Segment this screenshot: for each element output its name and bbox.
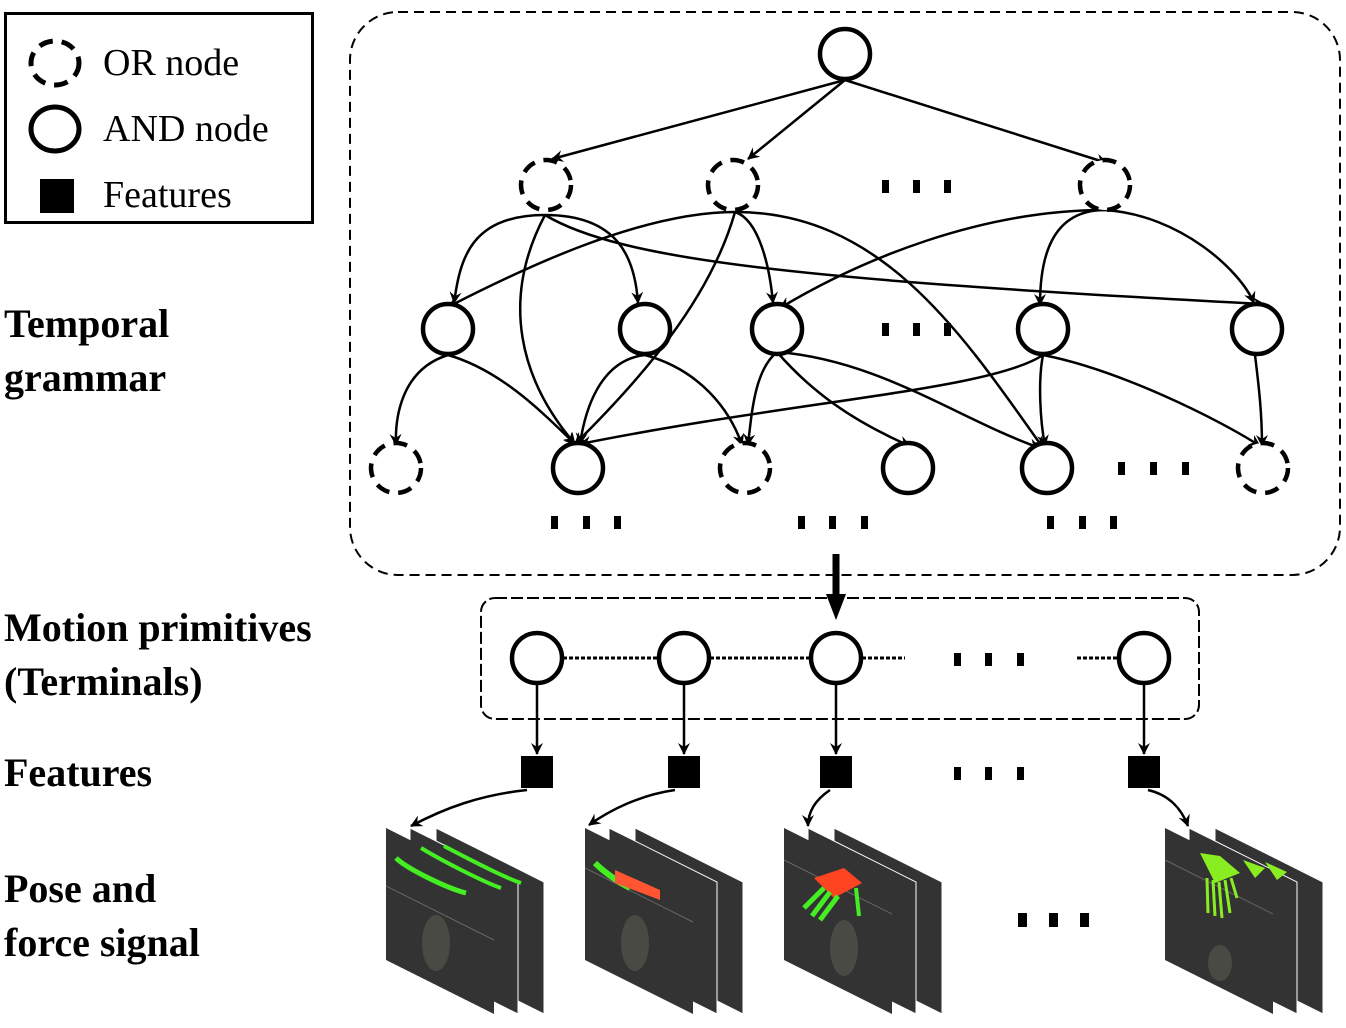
ellipsis-below-1 bbox=[551, 516, 621, 529]
label-line: (Terminals) bbox=[4, 659, 203, 704]
edge bbox=[644, 353, 745, 446]
edge bbox=[575, 353, 646, 445]
terminal-feature-edges bbox=[531, 684, 1150, 755]
label-line: Pose and bbox=[4, 866, 157, 911]
or-node bbox=[518, 157, 574, 213]
edge bbox=[734, 210, 778, 304]
ellipsis-level3 bbox=[1118, 462, 1189, 475]
terminal-node bbox=[1116, 630, 1172, 686]
signal-frame-stack bbox=[783, 827, 943, 1015]
and-node bbox=[880, 440, 936, 496]
edge bbox=[544, 213, 1265, 310]
ellipsis-below-3 bbox=[1047, 516, 1117, 529]
edge bbox=[447, 210, 736, 309]
edge bbox=[544, 213, 644, 304]
or-node-icon bbox=[7, 35, 103, 91]
label-features: Features bbox=[4, 746, 152, 800]
edge bbox=[1042, 353, 1261, 448]
edge bbox=[551, 78, 846, 162]
edge bbox=[579, 353, 1044, 448]
ellipsis-frames bbox=[1018, 913, 1089, 927]
or-node bbox=[717, 440, 773, 496]
feature-square bbox=[521, 756, 553, 788]
feature-square-icon bbox=[7, 167, 103, 223]
edge bbox=[776, 350, 1041, 451]
and-node bbox=[1019, 440, 1075, 496]
terminal-node bbox=[656, 630, 712, 686]
edge bbox=[1037, 354, 1049, 447]
or-node bbox=[368, 440, 424, 496]
edge bbox=[776, 351, 911, 448]
edge bbox=[779, 208, 1106, 310]
edge bbox=[1104, 208, 1256, 304]
or-node bbox=[1077, 157, 1133, 213]
legend-item-and-node: AND node bbox=[7, 99, 269, 159]
signal-frame-stack bbox=[385, 827, 545, 1015]
edge bbox=[1253, 354, 1268, 447]
grammar-nodes bbox=[368, 26, 1291, 496]
legend-label: Features bbox=[103, 174, 232, 216]
terminal-node bbox=[808, 630, 864, 686]
label-line: Temporal bbox=[4, 301, 170, 346]
and-node bbox=[420, 301, 476, 357]
feature-square bbox=[1128, 756, 1160, 788]
edge bbox=[447, 353, 576, 445]
terminal-nodes bbox=[509, 630, 1172, 686]
label-motion-primitives: Motion primitives (Terminals) bbox=[4, 601, 312, 709]
edge bbox=[743, 351, 778, 446]
and-node bbox=[617, 301, 673, 357]
and-node bbox=[550, 440, 606, 496]
label-line: Features bbox=[4, 750, 153, 795]
legend-item-features: Features bbox=[7, 165, 232, 225]
edge bbox=[449, 213, 546, 304]
ellipsis-level2 bbox=[882, 323, 951, 336]
ellipsis-terminals bbox=[954, 653, 1024, 666]
grammar-edges bbox=[389, 78, 1268, 451]
label-line: force signal bbox=[4, 920, 200, 965]
ellipsis-features bbox=[954, 767, 1024, 780]
feature-frame-edges bbox=[410, 788, 1190, 828]
legend-label: AND node bbox=[103, 108, 269, 150]
and-node-icon bbox=[7, 101, 103, 157]
edge bbox=[389, 353, 449, 446]
and-node bbox=[1015, 301, 1071, 357]
root-and-node bbox=[817, 26, 873, 82]
signal-frame-stack bbox=[584, 827, 744, 1015]
motion-primitives-box bbox=[480, 597, 1200, 720]
edge bbox=[519, 214, 576, 445]
temporal-grammar-box bbox=[349, 11, 1341, 576]
legend-item-or-node: OR node bbox=[7, 33, 239, 93]
edge bbox=[844, 78, 1108, 166]
label-temporal-grammar: Temporal grammar bbox=[4, 297, 169, 405]
or-node bbox=[705, 157, 761, 213]
and-node bbox=[1229, 301, 1285, 357]
edge bbox=[734, 210, 1045, 449]
and-node bbox=[749, 301, 805, 357]
legend-label: OR node bbox=[103, 42, 240, 84]
legend: OR node AND node Features bbox=[4, 12, 314, 224]
terminal-node bbox=[509, 630, 565, 686]
label-pose-force-signal: Pose and force signal bbox=[4, 862, 200, 970]
edge bbox=[1034, 208, 1106, 306]
derivation-arrow-head-icon bbox=[826, 594, 846, 620]
label-line: Motion primitives bbox=[4, 605, 312, 650]
feature-square bbox=[820, 756, 852, 788]
or-node bbox=[1235, 440, 1291, 496]
edge bbox=[747, 79, 846, 160]
ellipsis-level1 bbox=[882, 180, 951, 193]
ellipsis-marks bbox=[551, 180, 1189, 927]
label-line: grammar bbox=[4, 355, 167, 400]
feature-squares bbox=[521, 756, 1160, 788]
ellipsis-below-2 bbox=[798, 516, 868, 529]
signal-frame-stack bbox=[1164, 827, 1324, 1015]
feature-square bbox=[668, 756, 700, 788]
